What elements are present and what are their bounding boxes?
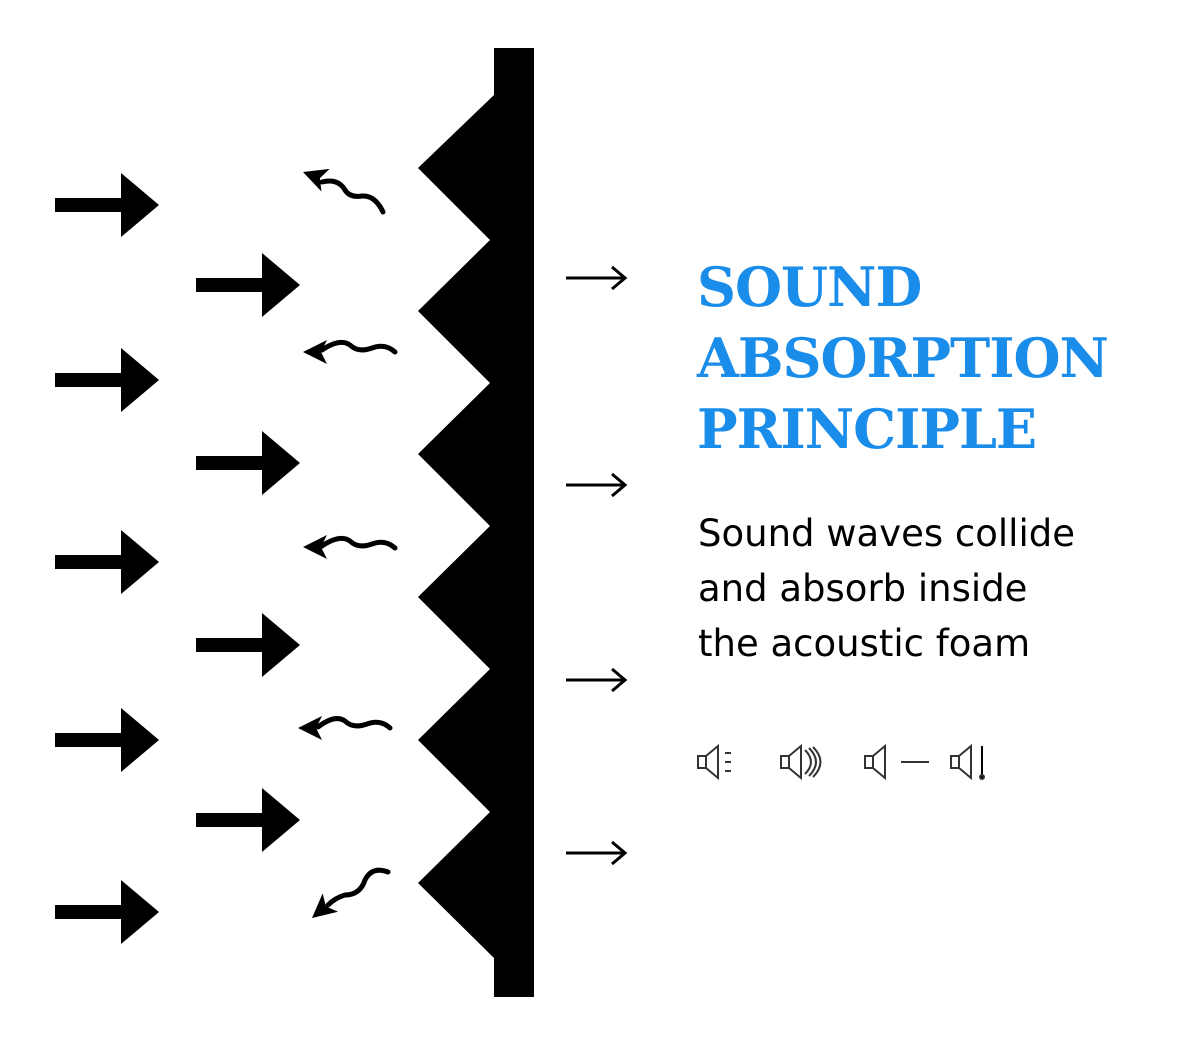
description-line: and absorb inside [698, 567, 1028, 610]
incoming-sound-arrow [55, 348, 159, 412]
reflected-sound-arrow [312, 867, 391, 918]
description-line: Sound waves collide [698, 512, 1075, 555]
transmitted-sound-arrow [566, 667, 628, 693]
incoming-sound-arrow [55, 708, 159, 772]
transmitted-sound-arrow [566, 265, 628, 291]
incoming-sound-arrow [55, 880, 159, 944]
incoming-sound-arrow [196, 431, 300, 495]
description: Sound waves collide and absorb inside th… [698, 506, 1075, 671]
speaker-weak-sound-icon [697, 743, 731, 781]
speaker-dampened-sound-icon [864, 743, 929, 781]
speaker-loud-sound-icon [780, 743, 822, 781]
reflected-sound-arrow [298, 716, 393, 740]
reflected-sound-arrow [303, 168, 386, 215]
transmitted-sound-arrow [566, 840, 628, 866]
reflected-sound-arrows [298, 168, 398, 918]
description-line: the acoustic foam [698, 622, 1031, 665]
title-line: ABSORPTION [697, 326, 1109, 390]
transmitted-sound-arrow [566, 472, 628, 498]
incoming-sound-arrow [196, 253, 300, 317]
acoustic-foam-panel [418, 48, 534, 997]
page-title: SOUND ABSORPTION PRINCIPLE [697, 252, 1109, 465]
title-line: SOUND [697, 255, 922, 319]
incoming-sound-arrow [55, 530, 159, 594]
incoming-sound-arrow [55, 173, 159, 237]
reflected-sound-arrow [303, 339, 398, 364]
title-line: PRINCIPLE [697, 397, 1037, 461]
speaker-muted-sound-icon [950, 743, 985, 781]
transmitted-sound-arrows [566, 265, 628, 866]
incoming-sound-arrows [55, 173, 300, 944]
incoming-sound-arrow [196, 613, 300, 677]
incoming-sound-arrow [196, 788, 300, 852]
reflected-sound-arrow [303, 535, 398, 559]
